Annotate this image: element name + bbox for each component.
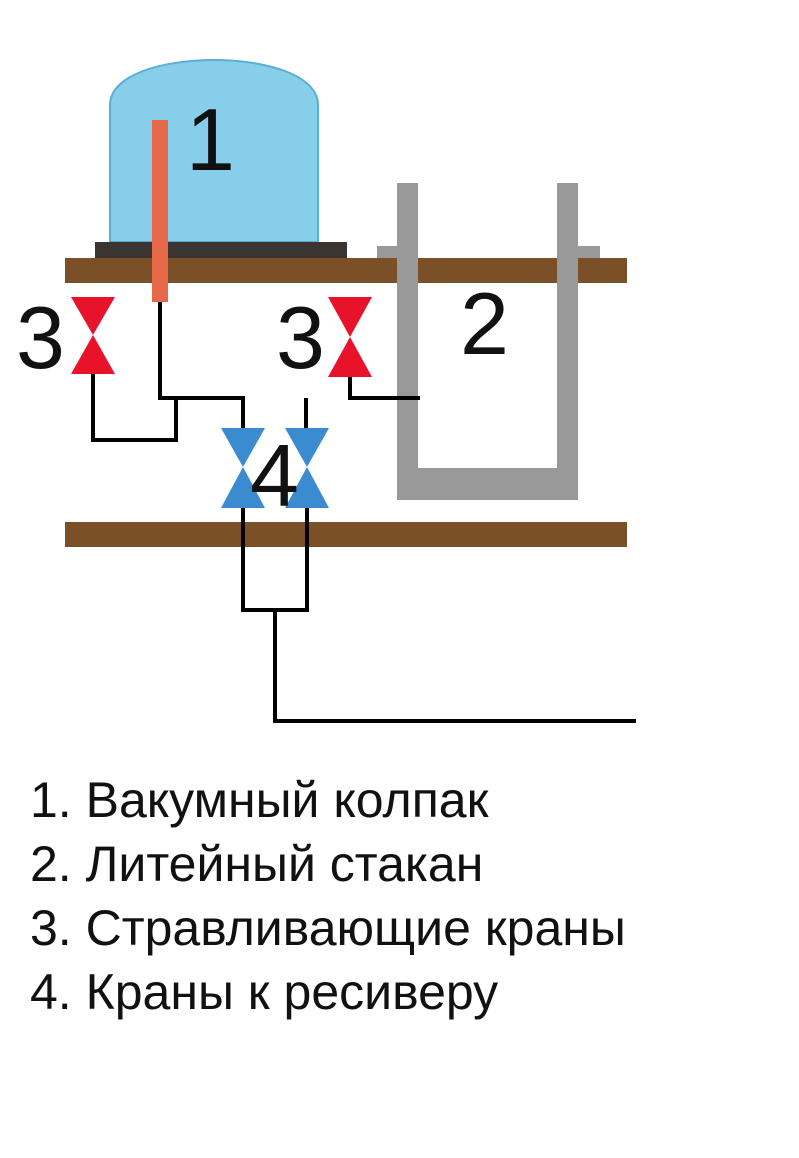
casting-cup [397, 183, 578, 500]
lower-plate [65, 522, 627, 547]
legend-item-2: 2. Литейный стакан [30, 836, 484, 892]
pipes [91, 302, 636, 723]
bell-gasket [95, 242, 347, 258]
label-receiver-valves: 4 [250, 426, 299, 525]
legend-item-4: 4. Краны к ресиверу [30, 964, 499, 1020]
vent-tube [152, 120, 168, 302]
legend-item-3: 3. Стравливающие краны [30, 900, 626, 956]
legend-item-1: 1. Вакумный колпак [30, 772, 489, 828]
upper-plate [65, 258, 627, 283]
bleed-valve-left[interactable] [71, 297, 115, 374]
receiver-valve-left[interactable] [221, 428, 265, 508]
cup-flange-left [377, 246, 397, 258]
label-valve-right: 3 [276, 288, 325, 387]
legend: 1. Вакумный колпак 2. Литейный стакан 3.… [30, 768, 626, 1024]
label-cup: 2 [460, 274, 509, 373]
receiver-valve-right[interactable] [285, 428, 329, 508]
bleed-valve-right[interactable] [328, 297, 372, 377]
label-bell: 1 [186, 90, 235, 189]
cup-flange-right [578, 246, 600, 258]
label-valve-left: 3 [16, 288, 65, 387]
vacuum-casting-diagram: 1 2 3 3 4 [16, 59, 636, 723]
